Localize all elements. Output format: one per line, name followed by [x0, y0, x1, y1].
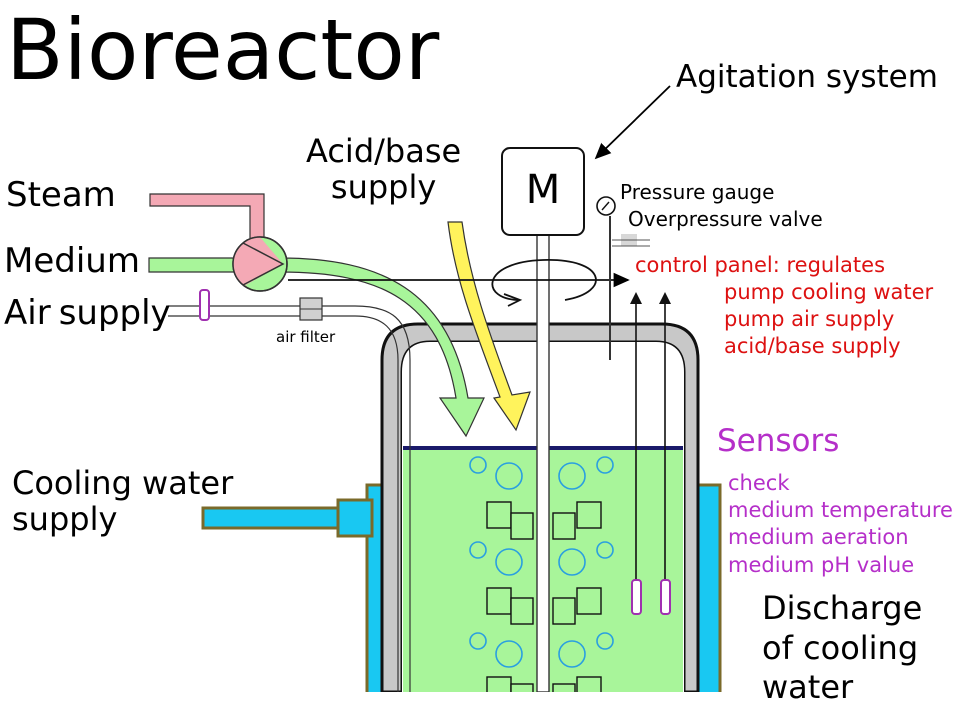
- impellers: [486, 501, 602, 692]
- air-supply-line: [168, 305, 411, 692]
- sensor-item: medium temperature: [728, 498, 953, 522]
- sensor-item: medium pH value: [728, 553, 915, 577]
- bubbles: [469, 456, 614, 668]
- sensor-item: check: [728, 471, 790, 495]
- cooling-discharge-label: Discharge of cooling water: [762, 589, 923, 707]
- cooling-water-supply-label: Cooling water supply: [12, 464, 234, 538]
- sensors-title: Sensors: [717, 423, 840, 459]
- control-panel-title: control panel: regulates: [635, 253, 886, 277]
- acid-base-supply-label: Acid/base supply: [306, 132, 462, 206]
- pump: [232, 236, 288, 292]
- motor-label: M: [525, 167, 561, 213]
- pressure-gauge-label: Pressure gauge: [620, 180, 775, 204]
- acid-base-arrow: [447, 221, 531, 432]
- steam-label: Steam: [6, 175, 116, 215]
- cooling-inlet-flange: [336, 498, 374, 538]
- sensor-item: medium aeration: [728, 525, 909, 549]
- medium-label: Medium: [4, 241, 140, 281]
- overpressure-valve-label: Overpressure valve: [628, 207, 823, 231]
- medium-pipe: [148, 257, 241, 273]
- agitation-system-label: Agitation system: [676, 59, 938, 95]
- agitator-shaft: [536, 234, 550, 692]
- air-valve: [199, 289, 210, 321]
- air-filter-label: air filter: [276, 328, 336, 346]
- medium-feed-arrow: [279, 257, 485, 438]
- sensor-probes: [630, 292, 671, 615]
- control-panel-item: acid/base supply: [724, 334, 901, 358]
- motor: [501, 147, 585, 236]
- page-title: Bioreactor: [6, 1, 440, 99]
- control-panel-item: pump cooling water: [724, 280, 934, 304]
- control-panel-item: pump air supply: [724, 307, 895, 331]
- bioreactor-diagram: [148, 85, 722, 692]
